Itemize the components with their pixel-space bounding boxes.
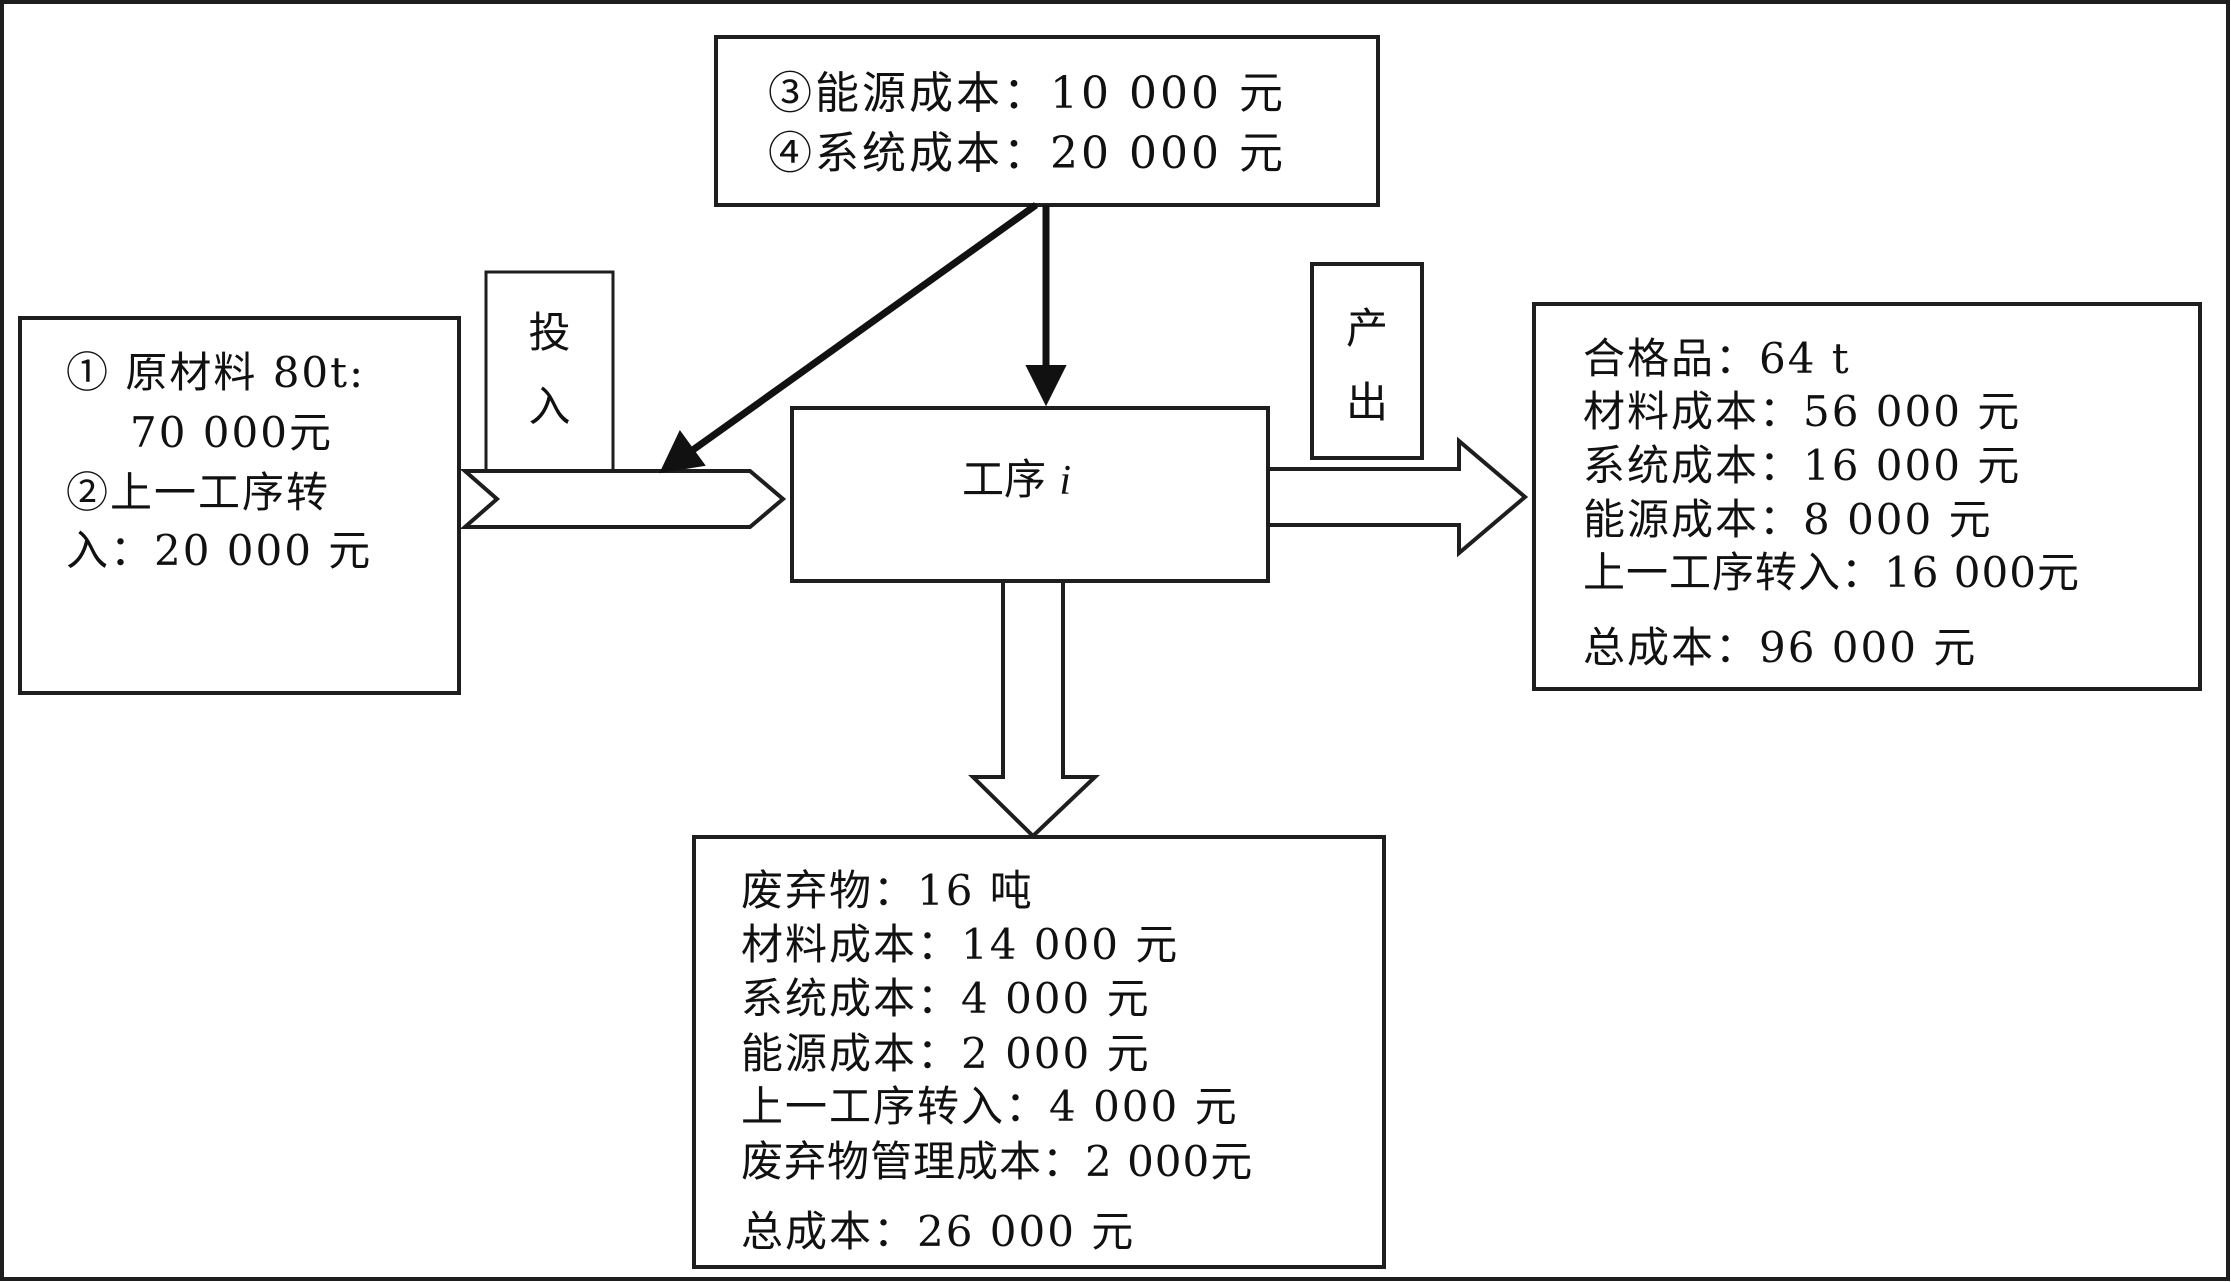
- process-box-border: [790, 406, 1270, 583]
- output-label-char: 出: [1345, 378, 1388, 427]
- output-label-char: 产: [1345, 304, 1388, 353]
- input-label-char: 入: [528, 382, 571, 431]
- process-label: 工序 i: [962, 458, 1072, 504]
- waste-line: 废弃物管理成本：2 000元: [741, 1137, 1254, 1186]
- output-label: 产 出: [1314, 308, 1420, 424]
- output-block-arrow: [1266, 436, 1529, 558]
- input-chevron-arrow: [459, 469, 787, 529]
- input-box-border: [18, 316, 461, 695]
- waste-box: 废弃物：16 吨 材料成本：14 000 元 系统成本：4 000 元 能源成本…: [741, 870, 1381, 1260]
- system-cost-line: ④系统成本：20 000 元: [768, 128, 1286, 179]
- waste-line: 系统成本：4 000 元: [741, 974, 1151, 1023]
- input-label: 投 入: [488, 312, 611, 428]
- waste-line: 上一工序转入：4 000 元: [741, 1082, 1239, 1131]
- energy-to-process-arrowhead: [1025, 365, 1067, 407]
- output-total-line: 总成本：96 000 元: [1583, 623, 1978, 672]
- input-box: ① 原材料 80t: 70 000元 ②上一工序转 入：20 000 元: [66, 352, 456, 612]
- output-label-box-border: [1310, 262, 1424, 460]
- waste-line: 废弃物：16 吨: [741, 866, 1034, 915]
- input-label-box-border: [484, 270, 615, 473]
- waste-box-border: [692, 835, 1386, 1269]
- previous-process-cost-line: 入：20 000 元: [66, 526, 373, 575]
- raw-material-line: ① 原材料 80t:: [66, 348, 366, 397]
- raw-material-cost-line: 70 000元: [130, 408, 333, 457]
- top-cost-box: ③能源成本：10 000 元 ④系统成本：20 000 元: [768, 72, 1368, 192]
- input-label-char: 投: [528, 308, 571, 357]
- process-index: i: [1059, 458, 1072, 504]
- energy-cost-line: ③能源成本：10 000 元: [768, 68, 1286, 119]
- output-line: 合格品：64 t: [1583, 334, 1851, 383]
- waste-line: 能源成本：2 000 元: [741, 1029, 1151, 1078]
- energy-to-input-arrowhead: [659, 430, 706, 474]
- output-box: 合格品：64 t 材料成本：56 000 元 系统成本：16 000 元 能源成…: [1583, 338, 2193, 678]
- waste-block-arrow: [968, 579, 1101, 839]
- output-line: 系统成本：16 000 元: [1583, 441, 2022, 490]
- output-line: 上一工序转入：16 000元: [1583, 548, 2080, 597]
- previous-process-line: ②上一工序转: [66, 468, 331, 517]
- output-line: 能源成本：8 000 元: [1583, 495, 1993, 544]
- process-label-text: 工序: [962, 455, 1047, 504]
- waste-total-line: 总成本：26 000 元: [741, 1207, 1136, 1256]
- waste-line: 材料成本：14 000 元: [741, 920, 1180, 969]
- output-line: 材料成本：56 000 元: [1583, 387, 2022, 436]
- output-box-border: [1532, 302, 2202, 691]
- energy-to-input-line: [687, 202, 1039, 455]
